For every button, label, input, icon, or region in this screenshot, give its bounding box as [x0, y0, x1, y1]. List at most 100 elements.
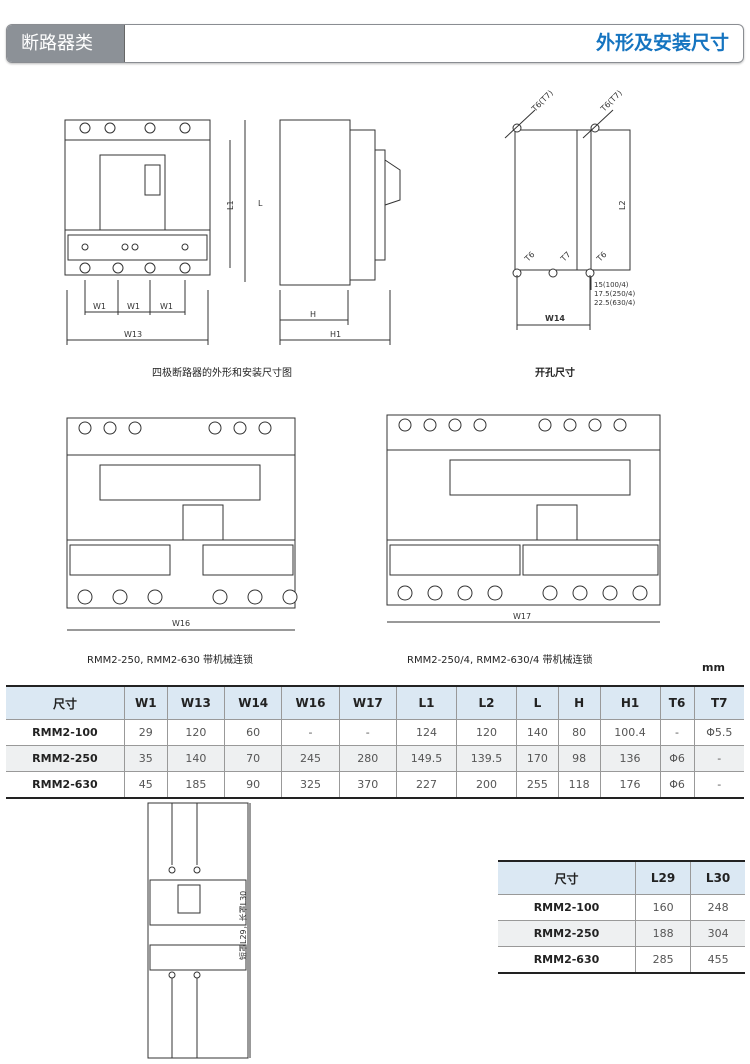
dim-l1: L1 — [226, 200, 235, 210]
table-cell: 136 — [599, 745, 661, 772]
column-header: L1 — [395, 686, 457, 720]
table-cell: 200 — [455, 771, 517, 798]
mounting-hole-pattern: T6(T7) T6(T7) T6 T7 T6 L2 15(100/4) 17.5… — [504, 89, 635, 330]
figure4-caption: RMM2-250/4, RMM2-630/4 带机械连锁 — [407, 655, 593, 666]
table-cell: 80 — [557, 719, 601, 746]
table-row: RMM2-100 29 120 60 - - 124 120 140 80 10… — [6, 719, 744, 746]
breaker-front-view: W1 W1 W1 W13 L1 L — [64, 119, 263, 345]
table-cell: Φ6 — [659, 771, 695, 798]
dim-w1: W1 — [93, 302, 106, 311]
table-row: RMM2-630 45 185 90 325 370 227 200 255 1… — [6, 771, 744, 798]
table-cell: 176 — [599, 771, 661, 798]
offset-250: 17.5(250/4) — [594, 290, 635, 298]
table-cell: 455 — [690, 946, 745, 973]
figure3-caption: RMM2-250, RMM2-630 带机械连锁 — [87, 655, 254, 666]
table-cell: 29 — [123, 719, 168, 746]
table-row: RMM2-250 35 140 70 245 280 149.5 139.5 1… — [6, 745, 744, 772]
dimension-table: 尺寸 W1 W13 W14 W16 W17 L1 L2 L H H1 T6 T7… — [6, 685, 744, 799]
dim-w1: W1 — [127, 302, 140, 311]
unit-label: mm — [702, 661, 725, 674]
table-cell: 188 — [634, 920, 691, 947]
dim-w17: W17 — [513, 612, 531, 621]
column-header: 尺寸 — [498, 861, 636, 895]
table-cell: 45 — [123, 771, 168, 798]
offset-630: 22.5(630/4) — [594, 299, 635, 307]
dim-t6t7: T6(T7) — [529, 89, 555, 115]
table-cell: 35 — [123, 745, 168, 772]
table-cell: 149.5 — [395, 745, 457, 772]
table-cell: 120 — [166, 719, 225, 746]
table-cell: - — [281, 719, 340, 746]
dim-t6: T6 — [594, 250, 608, 264]
table-cell: - — [659, 719, 695, 746]
table-cell: 98 — [557, 745, 601, 772]
dim-t6t7: T6(T7) — [598, 89, 624, 115]
table-cell: 60 — [224, 719, 282, 746]
table-cell: - — [693, 771, 744, 798]
column-header: 尺寸 — [6, 686, 125, 720]
column-header: W16 — [281, 686, 340, 720]
column-header: T7 — [693, 686, 744, 720]
table-cell: 185 — [166, 771, 225, 798]
column-header: H1 — [599, 686, 661, 720]
table-cell: Φ6 — [659, 745, 695, 772]
table-cell: 245 — [281, 745, 340, 772]
table-cell: 118 — [557, 771, 601, 798]
column-header: L30 — [690, 861, 745, 895]
cover-length-table: 尺寸 L29 L30 RMM2-100 160 248 RMM2-250 188… — [498, 860, 745, 974]
table-cell: 325 — [281, 771, 340, 798]
column-header: H — [557, 686, 601, 720]
table-header: 尺寸 L29 L30 — [498, 861, 745, 895]
interlock-3p-drawing: W16 — [66, 417, 298, 631]
cover-length-label: 短罩L29，长罩L30 — [238, 891, 248, 960]
dim-t6: T6 — [522, 250, 536, 264]
figure2-caption: 开孔尺寸 — [535, 368, 575, 379]
table-header: 尺寸 W1 W13 W14 W16 W17 L1 L2 L H H1 T6 T7 — [6, 686, 744, 720]
terminal-cover-drawing: 短罩L29，长罩L30 — [147, 802, 251, 1059]
column-header: W13 — [166, 686, 225, 720]
model-cell: RMM2-100 — [498, 894, 636, 921]
table-cell: 170 — [516, 745, 559, 772]
table-cell: 248 — [690, 894, 745, 921]
table-row: RMM2-250 188 304 — [498, 920, 745, 947]
column-header: T6 — [659, 686, 695, 720]
dim-h: H — [310, 310, 316, 319]
dim-w14: W14 — [545, 314, 565, 323]
dim-l2: L2 — [618, 200, 627, 210]
table-cell: 160 — [634, 894, 691, 921]
section-header: 断路器类 外形及安装尺寸 — [6, 24, 744, 63]
table-cell: 124 — [395, 719, 457, 746]
model-cell: RMM2-250 — [6, 745, 125, 772]
table-cell: 120 — [455, 719, 517, 746]
column-header: L — [516, 686, 559, 720]
table-cell: 100.4 — [599, 719, 661, 746]
breaker-side-view: H H1 — [279, 119, 401, 345]
table-cell: 255 — [516, 771, 559, 798]
table-row: RMM2-630 285 455 — [498, 946, 745, 973]
column-header: W17 — [338, 686, 397, 720]
offset-100: 15(100/4) — [594, 281, 629, 289]
column-header: W14 — [224, 686, 282, 720]
model-cell: RMM2-630 — [498, 946, 636, 973]
column-header: L2 — [455, 686, 517, 720]
table-cell: 285 — [634, 946, 691, 973]
table-cell: 70 — [224, 745, 282, 772]
table-cell: 280 — [338, 745, 397, 772]
table-cell: 140 — [166, 745, 225, 772]
column-header: W1 — [123, 686, 168, 720]
model-cell: RMM2-250 — [498, 920, 636, 947]
figure1-caption: 四极断路器的外形和安装尺寸图 — [152, 368, 292, 379]
table-cell: - — [338, 719, 397, 746]
table-cell: 304 — [690, 920, 745, 947]
dim-w13: W13 — [124, 330, 142, 339]
model-cell: RMM2-100 — [6, 719, 125, 746]
column-header: L29 — [634, 861, 691, 895]
interlock-4p-drawing: W17 — [386, 414, 661, 623]
dim-w1: W1 — [160, 302, 173, 311]
dim-l: L — [258, 199, 263, 208]
dim-w16: W16 — [172, 619, 190, 628]
dim-t7: T7 — [558, 250, 572, 264]
table-row: RMM2-100 160 248 — [498, 894, 745, 921]
table-cell: 90 — [224, 771, 282, 798]
model-cell: RMM2-630 — [6, 771, 125, 798]
